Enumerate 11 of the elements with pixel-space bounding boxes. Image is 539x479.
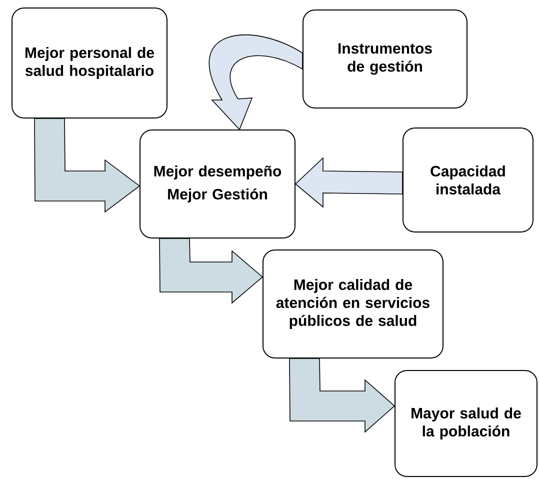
process-box: Instrumentos de gestión — [302, 10, 468, 108]
process-box: Capacidad instalada — [402, 128, 534, 232]
process-box: Mejor personal de salud hospitalario — [12, 8, 168, 118]
curved-arrow — [209, 34, 303, 130]
process-box: Mayor salud de la población — [394, 370, 538, 477]
block-arrow — [159, 238, 264, 304]
block-arrow — [289, 358, 396, 433]
block-arrow — [294, 157, 403, 208]
block-arrow — [34, 118, 140, 213]
process-box: Mejor desempeño Mejor Gestión — [140, 130, 296, 238]
process-box: Mejor calidad de atención en servicios públicos de salud — [262, 250, 444, 358]
